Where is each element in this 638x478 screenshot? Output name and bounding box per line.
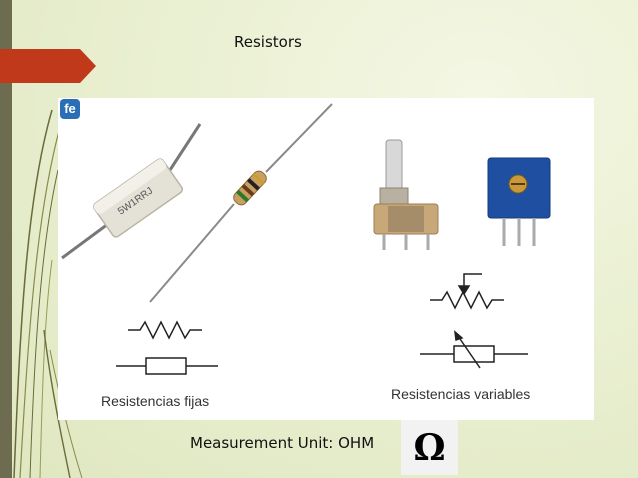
caption-fixed-resistors: Resistencias fijas [101, 393, 210, 409]
axial-resistor [149, 103, 333, 303]
fe-logo: fe [60, 99, 80, 119]
resistor-image: 5W1RRJ [58, 98, 594, 420]
slide-title: Resistors [234, 33, 302, 51]
variable-resistor-symbols [420, 273, 528, 369]
ceramic-power-resistor: 5W1RRJ [61, 123, 202, 260]
red-arrow-tab [0, 49, 96, 83]
caption-variable-resistors: Resistencias variables [391, 386, 531, 402]
fixed-resistor-symbols [116, 320, 218, 375]
potentiometer [373, 139, 439, 250]
ohm-symbol-box: Ω [401, 420, 458, 475]
omega-icon: Ω [413, 426, 446, 469]
resistor-illustration: 5W1RRJ [61, 103, 551, 375]
left-accent-bar [0, 0, 12, 478]
trimmer-resistor [487, 157, 551, 246]
decorative-curves [13, 109, 83, 478]
measurement-unit-text: Measurement Unit: OHM [190, 434, 375, 452]
